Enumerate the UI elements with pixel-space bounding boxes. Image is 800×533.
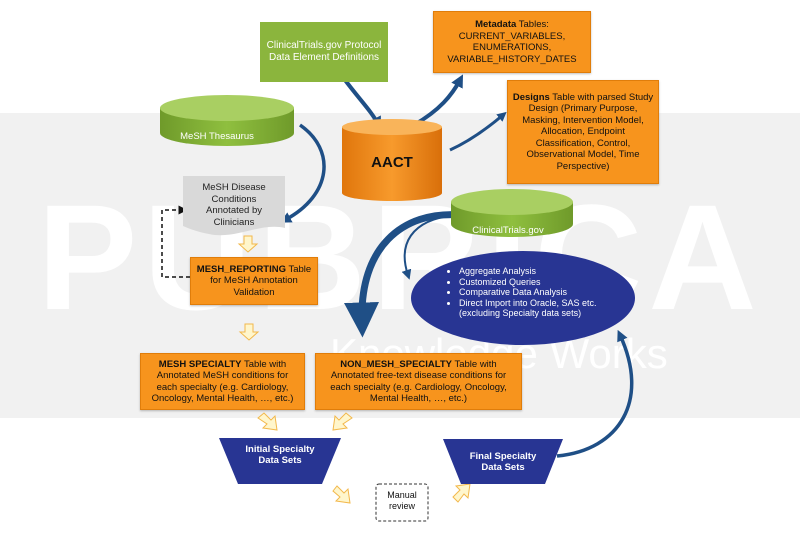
arrow-ctgov-to-non-mesh [344,211,463,338]
metadata-text: Tables: CURRENT_VARIABLES, ENUMERATIONS,… [447,19,577,65]
watermark-brand: PUBRICA [37,173,763,341]
mesh-thesaurus-disk: MeSH Thesaurus [160,95,294,146]
metadata-tables-box: Metadata Tables: CURRENT_VARIABLES, ENUM… [433,11,591,73]
arrow-reporting-to-specialty [238,323,260,341]
final-sets-label: Final Specialty Data Sets [469,451,537,473]
arrow-initial-to-review [332,485,351,504]
arrow-thesaurus-to-meshdoc [280,123,326,223]
initial-sets-shape [219,438,341,484]
mesh-doc-shape [183,176,285,236]
designs-title: Designs [512,91,550,103]
final-sets-shape [443,439,563,484]
arrow-review-to-final [452,483,471,503]
arrow-non-mesh-to-initial [332,412,353,431]
mesh-thesaurus-label: MeSH Thesaurus [180,131,254,142]
clinicaltrials-label: ClinicalTrials.gov [472,225,544,236]
analysis-item: Aggregate Analysis [459,266,621,277]
designs-text: Table with parsed Study Design (Primary … [522,91,654,172]
analysis-ellipse [411,251,635,345]
aact-database: AACT [342,119,442,201]
analysis-item: Customized Queries [459,277,621,288]
arrow-meshdoc-to-reporting [237,235,259,253]
initial-sets-label: Initial Specialty Data Sets [245,444,315,466]
aact-label: AACT [371,154,413,171]
mesh-specialty-title: MESH SPECIALTY [158,358,242,370]
arrow-protocol-to-aact [343,78,381,130]
analysis-item: Comparative Data Analysis [459,287,621,298]
arrow-aact-to-designs [449,111,507,152]
non-mesh-specialty-box: NON_MESH_SPECIALTY Table with Annotated … [315,353,522,410]
mesh-specialty-text: Table with Annotated MeSH conditions for… [151,358,294,405]
clinicaltrials-disk: ClinicalTrials.gov [451,189,573,237]
non-mesh-specialty-text: Table with Annotated free-text disease c… [330,358,507,405]
arrow-specialty-to-initial [257,412,278,431]
flow-arrows [237,235,471,504]
designs-table-box: Designs Table with parsed Study Design (… [507,80,659,184]
manual-review-label: Manual review [387,490,417,511]
mesh-reporting-text: Table for MeSH Annotation Validation [210,263,312,298]
mesh-doc-text: MeSH Disease Conditions Annotated by Cli… [202,182,266,228]
arrow-aact-to-metadata [413,74,464,127]
manual-review-box [375,483,429,522]
analysis-item: Direct Import into Oracle, SAS etc. (exc… [459,298,621,319]
mesh-reporting-title: MESH_REPORTING [196,263,287,275]
arrow-final-to-analysis [556,329,634,458]
analysis-list: Aggregate Analysis Customized Queries Co… [447,266,621,319]
protocol-source-box: ClinicalTrials.gov Protocol Data Element… [260,22,388,82]
arrow-reporting-to-meshdoc [161,205,190,278]
metadata-title: Metadata [475,19,517,30]
protocol-source-text: ClinicalTrials.gov Protocol Data Element… [266,40,382,63]
non-mesh-specialty-title: NON_MESH_SPECIALTY [340,358,452,370]
mesh-specialty-box: MESH SPECIALTY Table with Annotated MeSH… [140,353,305,410]
arrow-ctgov-to-analysis [401,214,456,280]
mesh-reporting-box: MESH_REPORTING Table for MeSH Annotation… [190,257,318,305]
